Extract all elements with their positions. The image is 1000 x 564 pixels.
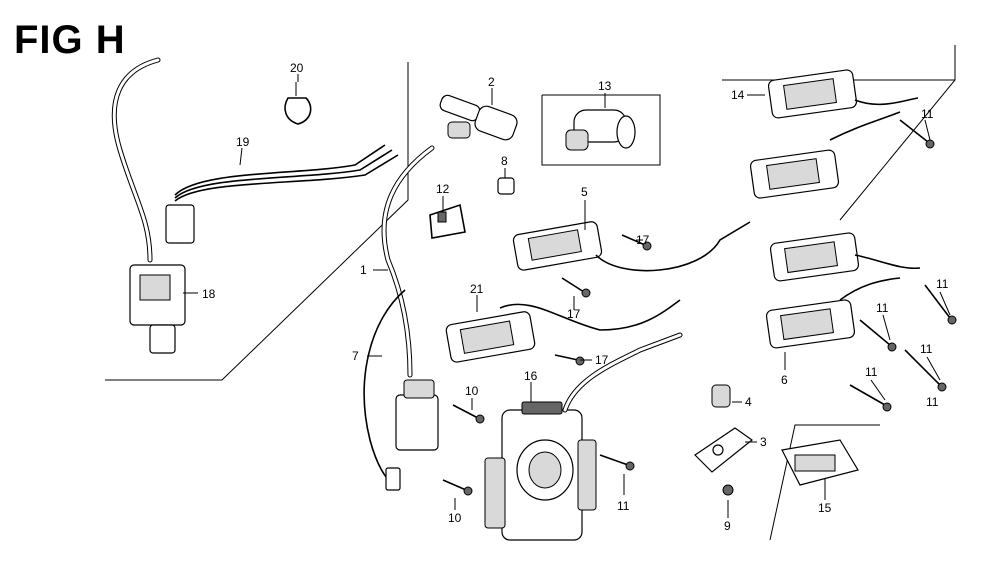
figure-title: FIG H bbox=[14, 18, 126, 62]
clip-20 bbox=[284, 82, 312, 125]
callout-16: 16 bbox=[524, 369, 538, 383]
bracket-15 bbox=[781, 439, 859, 486]
callout-15: 15 bbox=[818, 501, 832, 515]
callout-11-a: 11 bbox=[921, 107, 934, 121]
frame-left-group bbox=[105, 62, 409, 381]
bolts bbox=[442, 119, 957, 496]
leader-lines bbox=[183, 74, 951, 518]
frame-center-group bbox=[541, 94, 661, 166]
callout-18: 18 bbox=[202, 287, 216, 301]
callout-12: 12 bbox=[436, 182, 450, 196]
callout-3: 3 bbox=[760, 435, 767, 449]
callout-6: 6 bbox=[781, 373, 788, 387]
callout-10-upper: 10 bbox=[465, 384, 479, 398]
callout-labels: 1 2 3 4 5 6 7 8 9 10 10 11 11 11 11 11 1… bbox=[202, 61, 949, 533]
charging-coils-14 bbox=[749, 69, 919, 199]
stator-16 bbox=[484, 332, 683, 541]
callout-11-d: 11 bbox=[920, 342, 933, 356]
callout-8: 8 bbox=[501, 154, 508, 168]
callout-17-b: 17 bbox=[567, 307, 581, 321]
callout-21: 21 bbox=[470, 282, 484, 296]
small-clips-8-12 bbox=[429, 177, 515, 239]
callout-11-f: 11 bbox=[617, 499, 630, 513]
callout-7: 7 bbox=[352, 349, 359, 363]
frame-bracket-15 bbox=[769, 424, 880, 541]
callout-14: 14 bbox=[731, 88, 745, 102]
callout-17-c: 17 bbox=[595, 353, 609, 367]
plate-3-parts-4-9 bbox=[694, 384, 753, 496]
coils-right-6 bbox=[765, 232, 921, 349]
callout-11-g: 11 bbox=[926, 395, 939, 409]
callout-2: 2 bbox=[488, 75, 495, 89]
callout-5: 5 bbox=[581, 185, 588, 199]
callout-4: 4 bbox=[745, 395, 752, 409]
callout-13: 13 bbox=[598, 79, 612, 93]
callout-20: 20 bbox=[290, 61, 304, 75]
frame-top-right-diag bbox=[839, 45, 956, 221]
callout-11-b: 11 bbox=[936, 277, 949, 291]
coil-5 bbox=[512, 221, 751, 272]
part-13-body bbox=[565, 109, 636, 151]
ignition-coil-1 bbox=[363, 145, 439, 491]
coil-21 bbox=[445, 299, 681, 363]
spark-plug-cap-2 bbox=[439, 94, 518, 141]
callout-10-lower: 10 bbox=[448, 511, 462, 525]
callout-9: 9 bbox=[724, 519, 731, 533]
callout-19: 19 bbox=[236, 135, 250, 149]
callout-17-a: 17 bbox=[636, 233, 650, 247]
callout-11-c: 11 bbox=[876, 301, 889, 315]
callout-11-e: 11 bbox=[865, 365, 878, 379]
callout-1: 1 bbox=[360, 263, 367, 277]
switch-assembly-18-19 bbox=[111, 57, 399, 354]
